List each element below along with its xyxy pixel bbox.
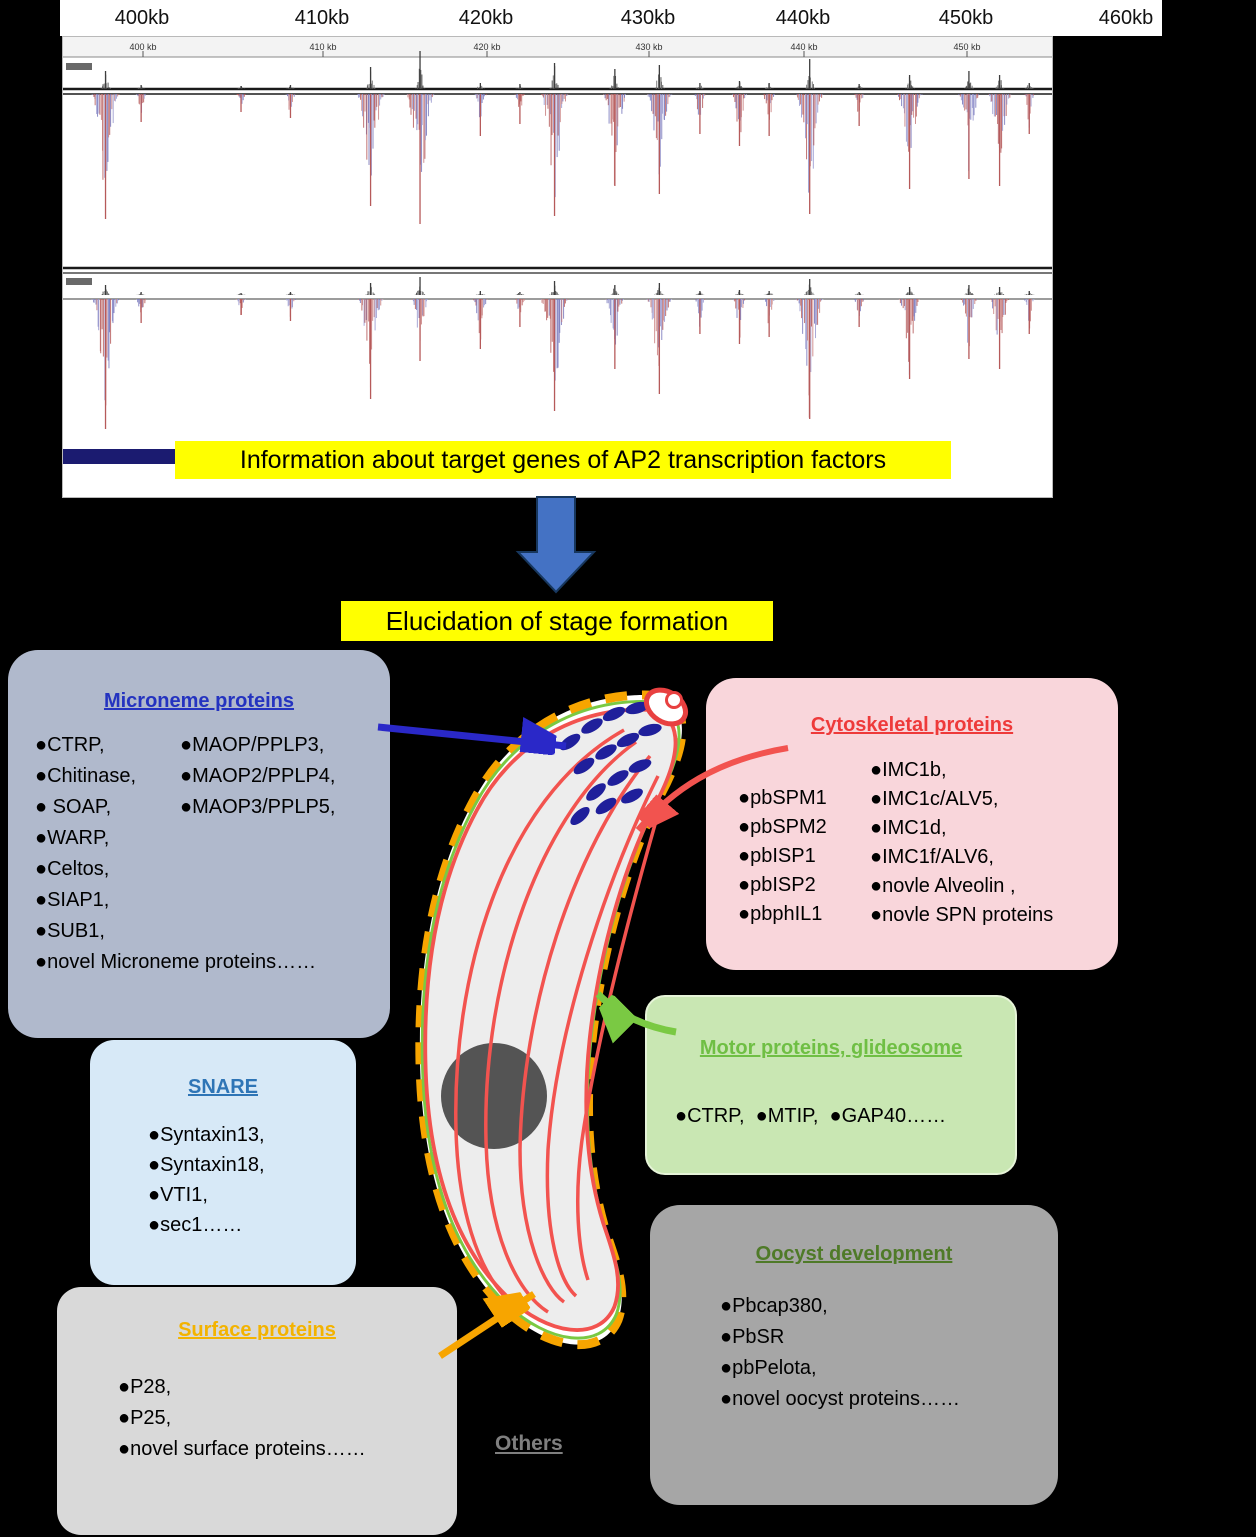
cell-outer-membrane bbox=[415, 690, 687, 1350]
list-item: ●Syntaxin18, bbox=[148, 1154, 265, 1176]
apical-rings bbox=[643, 687, 689, 727]
track1-label-smudge bbox=[66, 63, 92, 70]
microneme-arrow bbox=[377, 727, 567, 746]
list-item: ● SOAP, bbox=[35, 796, 112, 818]
list-item: ●Pbcap380, bbox=[720, 1295, 828, 1317]
list-item: ●sec1…… bbox=[148, 1214, 243, 1236]
list-item: ●IMC1f/ALV6, bbox=[870, 846, 994, 868]
scale-label: 430kb bbox=[620, 7, 676, 29]
list-item: ●novle SPN proteins bbox=[870, 904, 1054, 926]
svg-text:400 kb: 400 kb bbox=[129, 42, 156, 52]
list-item: ●pbphIL1 bbox=[738, 903, 823, 925]
others-label: Others bbox=[495, 1432, 563, 1455]
list-item: ●novel oocyst proteins…… bbox=[720, 1388, 960, 1410]
scale-label: 400kb bbox=[114, 7, 170, 29]
cytoskeletal-box-title: Cytoskeletal proteins bbox=[810, 714, 1014, 736]
list-item: ●novel Microneme proteins…… bbox=[35, 951, 317, 973]
list-item: ●pbISP2 bbox=[738, 874, 816, 896]
cytoskeletal-col2: ●IMC1b, ●IMC1c/ALV5, ●IMC1d, ●IMC1f/ALV6… bbox=[870, 756, 1053, 930]
svg-text:430 kb: 430 kb bbox=[635, 42, 662, 52]
list-item: ●Chitinase, bbox=[35, 765, 137, 787]
svg-text:420 kb: 420 kb bbox=[473, 42, 500, 52]
list-item: ●CTRP, ●MTIP, ●GAP40…… bbox=[675, 1105, 947, 1127]
surface-proteins-box: Surface proteins ●P28, ●P25, ●novel surf… bbox=[57, 1287, 457, 1535]
microtubule-lines bbox=[454, 728, 664, 1314]
svg-text:450 kb: 450 kb bbox=[953, 42, 980, 52]
svg-text:410 kb: 410 kb bbox=[309, 42, 336, 52]
list-item: ●Celtos, bbox=[35, 858, 110, 880]
list-item: ●Syntaxin13, bbox=[148, 1124, 265, 1146]
track2-label-smudge bbox=[66, 278, 92, 285]
list-item: ●WARP, bbox=[35, 827, 110, 849]
microneme-dots bbox=[559, 701, 662, 826]
list-item: ●MAOP/PPLP3, bbox=[180, 734, 325, 756]
elucidation-banner: Elucidation of stage formation bbox=[341, 601, 773, 641]
list-item: ●MAOP3/PPLP5, bbox=[180, 796, 336, 818]
scale-label: 410kb bbox=[294, 7, 350, 29]
list-item: ●MAOP2/PPLP4, bbox=[180, 765, 336, 787]
list-item: ●VTI1, bbox=[148, 1184, 208, 1206]
list-item: ●pbSPM1 bbox=[738, 787, 827, 809]
cytoskeletal-proteins-box: Cytoskeletal proteins ●pbSPM1 ●pbSPM2 ●p… bbox=[706, 678, 1118, 970]
list-item: ●PbSR bbox=[720, 1326, 785, 1348]
list-item: ●IMC1c/ALV5, bbox=[870, 788, 999, 810]
list-item: ●CTRP, bbox=[35, 734, 105, 756]
snare-items: ●Syntaxin13, ●Syntaxin18, ●VTI1, ●sec1…… bbox=[148, 1120, 265, 1240]
mini-ruler-bg bbox=[63, 37, 1052, 57]
surface-items: ●P28, ●P25, ●novel surface proteins…… bbox=[118, 1372, 366, 1465]
motor-items: ●CTRP, ●MTIP, ●GAP40…… bbox=[675, 1105, 946, 1128]
cell-green-membrane bbox=[420, 700, 681, 1340]
list-item: ●novel surface proteins…… bbox=[118, 1438, 366, 1460]
list-item: ●pbISP1 bbox=[738, 845, 816, 867]
scale-label: 460kb bbox=[1098, 7, 1154, 29]
list-item: ●IMC1d, bbox=[870, 817, 947, 839]
list-item: ●novle Alveolin , bbox=[870, 875, 1016, 897]
list-item: ●IMC1b, bbox=[870, 759, 947, 781]
microneme-proteins-box: Microneme proteins ●CTRP, ●Chitinase, ● … bbox=[8, 650, 390, 1038]
list-item: ●P25, bbox=[118, 1407, 172, 1429]
surface-box-title: Surface proteins bbox=[178, 1319, 336, 1341]
list-item: ●pbSPM2 bbox=[738, 816, 827, 838]
microneme-col1: ●CTRP, ●Chitinase, ● SOAP, ●WARP, ●Celto… bbox=[35, 730, 316, 978]
flow-down-arrow bbox=[515, 496, 597, 594]
browser-tracks-svg: 400 kb 410 kb 420 kb 430 kb 440 kb 450 k… bbox=[63, 37, 1052, 464]
scale-label: 450kb bbox=[938, 7, 994, 29]
genome-browser-screenshot: 400 kb 410 kb 420 kb 430 kb 440 kb 450 k… bbox=[62, 36, 1053, 498]
motor-box-title: Motor proteins, glideosome bbox=[699, 1037, 963, 1059]
snare-box-title: SNARE bbox=[187, 1076, 258, 1098]
oocyst-items: ●Pbcap380, ●PbSR ●pbPelota, ●novel oocys… bbox=[720, 1291, 960, 1415]
list-item: ●pbPelota, bbox=[720, 1357, 817, 1379]
cytoskeletal-col1: ●pbSPM1 ●pbSPM2 ●pbISP1 ●pbISP2 ●pbphIL1 bbox=[738, 784, 827, 929]
motor-proteins-box: Motor proteins, glideosome ●CTRP, ●MTIP,… bbox=[645, 995, 1017, 1175]
snare-box: SNARE ●Syntaxin13, ●Syntaxin18, ●VTI1, ●… bbox=[90, 1040, 356, 1285]
mini-ruler-ticks bbox=[142, 51, 968, 57]
microneme-col2: ●MAOP/PPLP3, ●MAOP2/PPLP4, ●MAOP3/PPLP5, bbox=[180, 730, 335, 823]
list-item: ●SIAP1, bbox=[35, 889, 110, 911]
list-item: ●P28, bbox=[118, 1376, 172, 1398]
oocyst-development-box: Oocyst development ●Pbcap380, ●PbSR ●pbP… bbox=[650, 1205, 1058, 1505]
coverage-peaks bbox=[91, 51, 1035, 429]
microneme-box-title: Microneme proteins bbox=[103, 690, 295, 712]
info-banner: Information about target genes of AP2 tr… bbox=[175, 441, 951, 479]
scale-label: 440kb bbox=[775, 7, 831, 29]
mini-ruler-labels: 400 kb 410 kb 420 kb 430 kb 440 kb 450 k… bbox=[129, 42, 980, 52]
cell-body bbox=[423, 707, 678, 1332]
scale-label: 420kb bbox=[458, 7, 514, 29]
nucleus bbox=[441, 1043, 547, 1149]
list-item: ●SUB1, bbox=[35, 920, 105, 942]
oocyst-box-title: Oocyst development bbox=[755, 1243, 953, 1265]
svg-text:440 kb: 440 kb bbox=[790, 42, 817, 52]
genome-scale-strip: 400kb 410kb 420kb 430kb 440kb 450kb 460k… bbox=[60, 0, 1162, 36]
